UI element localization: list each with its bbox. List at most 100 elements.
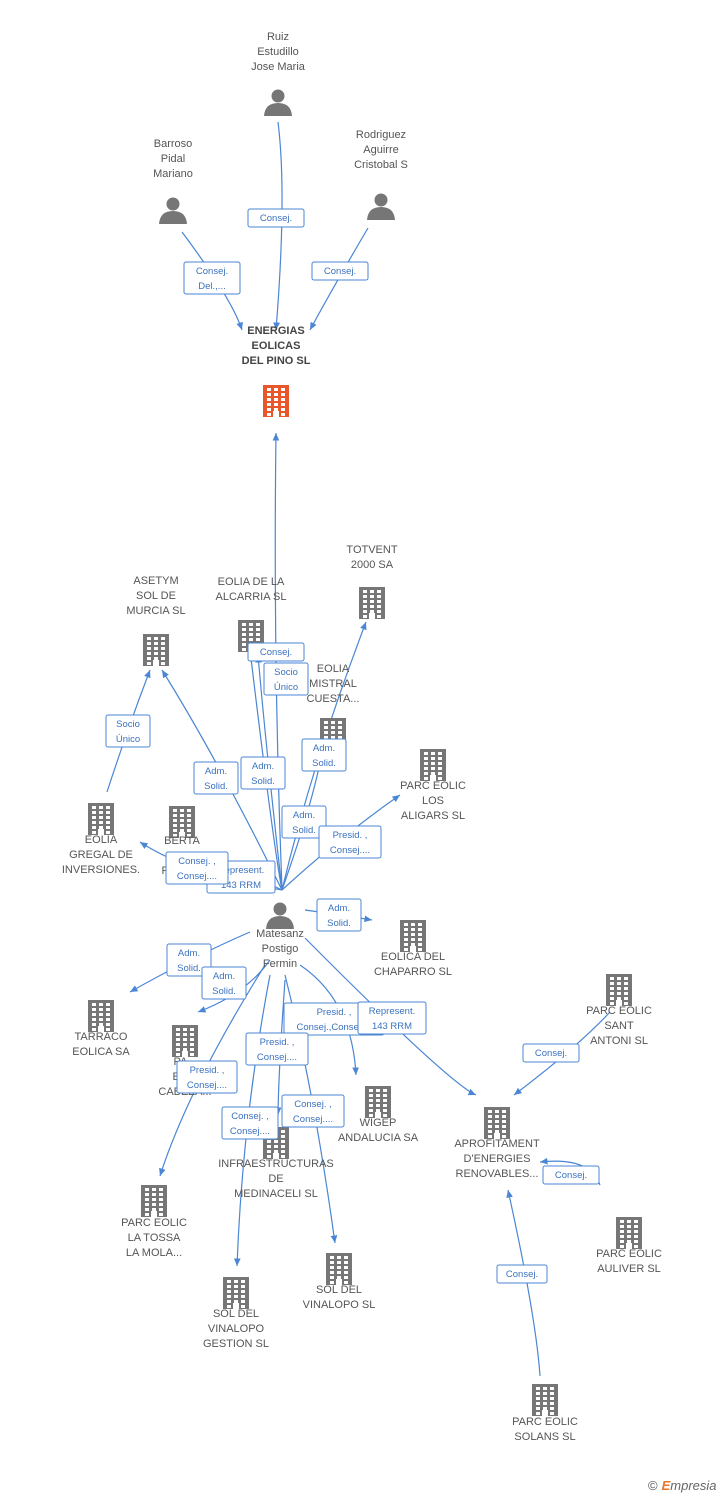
building-icon: [365, 1086, 391, 1118]
node-label-aligars: PARC EOLIC: [400, 780, 466, 792]
node-label-berta: BERTA: [164, 835, 200, 847]
edge-label-matesanz-to-medinaceli[interactable]: Presid. , Consej....: [245, 1032, 309, 1066]
building-icon: [143, 634, 169, 666]
edge-label-matesanz-to-mistral[interactable]: Adm.Solid.: [301, 738, 347, 772]
edge-label-barroso-to-energias[interactable]: Consej.Del.,...: [183, 261, 241, 295]
edge-label-matesanz-to-cabeza[interactable]: Adm.Solid.: [201, 966, 247, 1000]
edge-label-matesanz-to-tossa[interactable]: Presid. ,Consej....: [176, 1060, 238, 1094]
edge-label-line: Adm.: [328, 903, 350, 914]
edge-label-line: Solid.: [292, 825, 316, 836]
building-icon: [606, 974, 632, 1006]
edge-label-matesanz-to-vinalopogestion[interactable]: Consej. ,Consej....: [221, 1106, 279, 1140]
node-aprofitament[interactable]: APROFITAMENTD'ENERGIESRENOVABLES...: [454, 1107, 540, 1180]
building-icon: [484, 1107, 510, 1139]
footer: ©Empresia: [648, 1478, 717, 1493]
node-label-tarraco: TARRACO: [75, 1031, 128, 1043]
building-icon: [263, 385, 289, 417]
edge-label-line: Consej.: [555, 1170, 587, 1181]
node-label-alcarria: EOLIA DE LA: [218, 576, 285, 588]
building-icon: [326, 1253, 352, 1285]
edge-label-line: Consej.: [506, 1269, 538, 1280]
node-label-mistral: EOLIA: [317, 663, 350, 675]
edge-label-matesanz-to-alcarria[interactable]: Adm.Solid.: [240, 756, 286, 790]
node-label-tarraco: EOLICA SA: [72, 1046, 130, 1058]
edge-label-matesanz-to-gregal[interactable]: Consej. ,Consej....: [165, 851, 229, 885]
node-mistral[interactable]: EOLIAMISTRALCUESTA...: [307, 663, 360, 750]
node-label-ruiz: Jose Maria: [251, 61, 306, 73]
node-label-matesanz: Fermin: [263, 958, 297, 970]
edge-label-line: Consej.: [196, 266, 228, 277]
edge-label-auliver-to-aprofitament[interactable]: Consej.: [542, 1165, 600, 1185]
node-label-vinalopo: VINALOPO SL: [303, 1299, 376, 1311]
edge-matesanz-to-aprofitament: [304, 937, 477, 1096]
edge-label-line: Consej.: [324, 266, 356, 277]
node-label-tossa: PARC EOLIC: [121, 1217, 187, 1229]
node-label-ruiz: Ruiz: [267, 31, 289, 43]
edge-labels-layer: Consej.Consej.Del.,...Consej.Consej.Soci…: [105, 208, 600, 1284]
edge-label-matesanz-to-aligars[interactable]: Presid. ,Consej....: [318, 825, 382, 859]
building-icon: [88, 1000, 114, 1032]
edge-label-matesanz-to-tarraco[interactable]: Adm.Solid.: [166, 943, 212, 977]
edge-label-line: Adm.: [313, 743, 335, 754]
edge-label-matesanz-to-aprofitament[interactable]: Represent.143 RRM: [357, 1001, 427, 1035]
node-label-auliver: PARC EOLIC: [596, 1248, 662, 1260]
edge-label-matesanz-to-vinalopo[interactable]: Consej. , Consej....: [281, 1094, 345, 1128]
edge-label-line: Socio: [116, 719, 140, 730]
edge-label-matesanz-to-chaparro[interactable]: Adm.Solid.: [316, 898, 362, 932]
node-label-solans: SOLANS SL: [514, 1431, 575, 1443]
edge-label-santantoni-to-aprofitament[interactable]: Consej.: [522, 1043, 580, 1063]
edge-label-rodriguez-to-energias[interactable]: Consej.: [311, 261, 369, 281]
node-label-santantoni: PARC EOLIC: [586, 1005, 652, 1017]
edge-label-matesanz-to-totvent[interactable]: Adm. Solid.: [281, 805, 327, 839]
node-label-aligars: ALIGARS SL: [401, 810, 465, 822]
node-label-santantoni: SANT: [604, 1020, 634, 1032]
edge-label-line: Consej....: [293, 1114, 333, 1125]
edge-label-line: Represent.: [369, 1006, 415, 1017]
edge-label-matesanz-to-asetym[interactable]: Adm.Solid.: [193, 761, 239, 795]
node-label-wigep: WIGEP: [360, 1117, 397, 1129]
edge-label-ruiz-to-energias[interactable]: Consej.: [247, 208, 305, 228]
node-label-vinalopogestion: SOL DEL: [213, 1308, 259, 1320]
building-icon: [400, 920, 426, 952]
edge-label-solans-to-aprofitament[interactable]: Consej.: [496, 1264, 548, 1284]
node-label-solans: PARC EOLIC: [512, 1416, 578, 1428]
edge-label-line: Presid. ,: [190, 1065, 225, 1076]
node-label-totvent: 2000 SA: [351, 559, 394, 571]
edge-label-line: Consej....: [257, 1052, 297, 1063]
node-label-gregal: INVERSIONES.: [62, 864, 140, 876]
copyright-symbol: ©: [648, 1478, 658, 1493]
edge-label-line: Adm.: [252, 761, 274, 772]
node-label-chaparro: CHAPARRO SL: [374, 966, 452, 978]
edge-label-line: Socio: [274, 667, 298, 678]
edge-label-line: Consej. ,: [294, 1099, 332, 1110]
node-solans[interactable]: PARC EOLIC SOLANS SL: [512, 1384, 578, 1443]
edge-solans-to-aprofitament: [506, 1189, 541, 1377]
node-label-rodriguez: Rodriguez: [356, 129, 406, 141]
edge-matesanz-to-alcarria: [247, 649, 283, 891]
edge-label-line: Adm.: [293, 810, 315, 821]
node-label-gregal: EOLIA: [85, 834, 118, 846]
node-tarraco[interactable]: TARRACO EOLICA SA: [72, 1000, 130, 1058]
edge-label-line: Consej.,Consej....: [297, 1022, 372, 1033]
edge-label-matesanz-to-energias[interactable]: Consej.: [247, 642, 305, 662]
edge-label-line: Presid. ,: [260, 1037, 295, 1048]
edge-label-line: Único: [116, 734, 140, 745]
